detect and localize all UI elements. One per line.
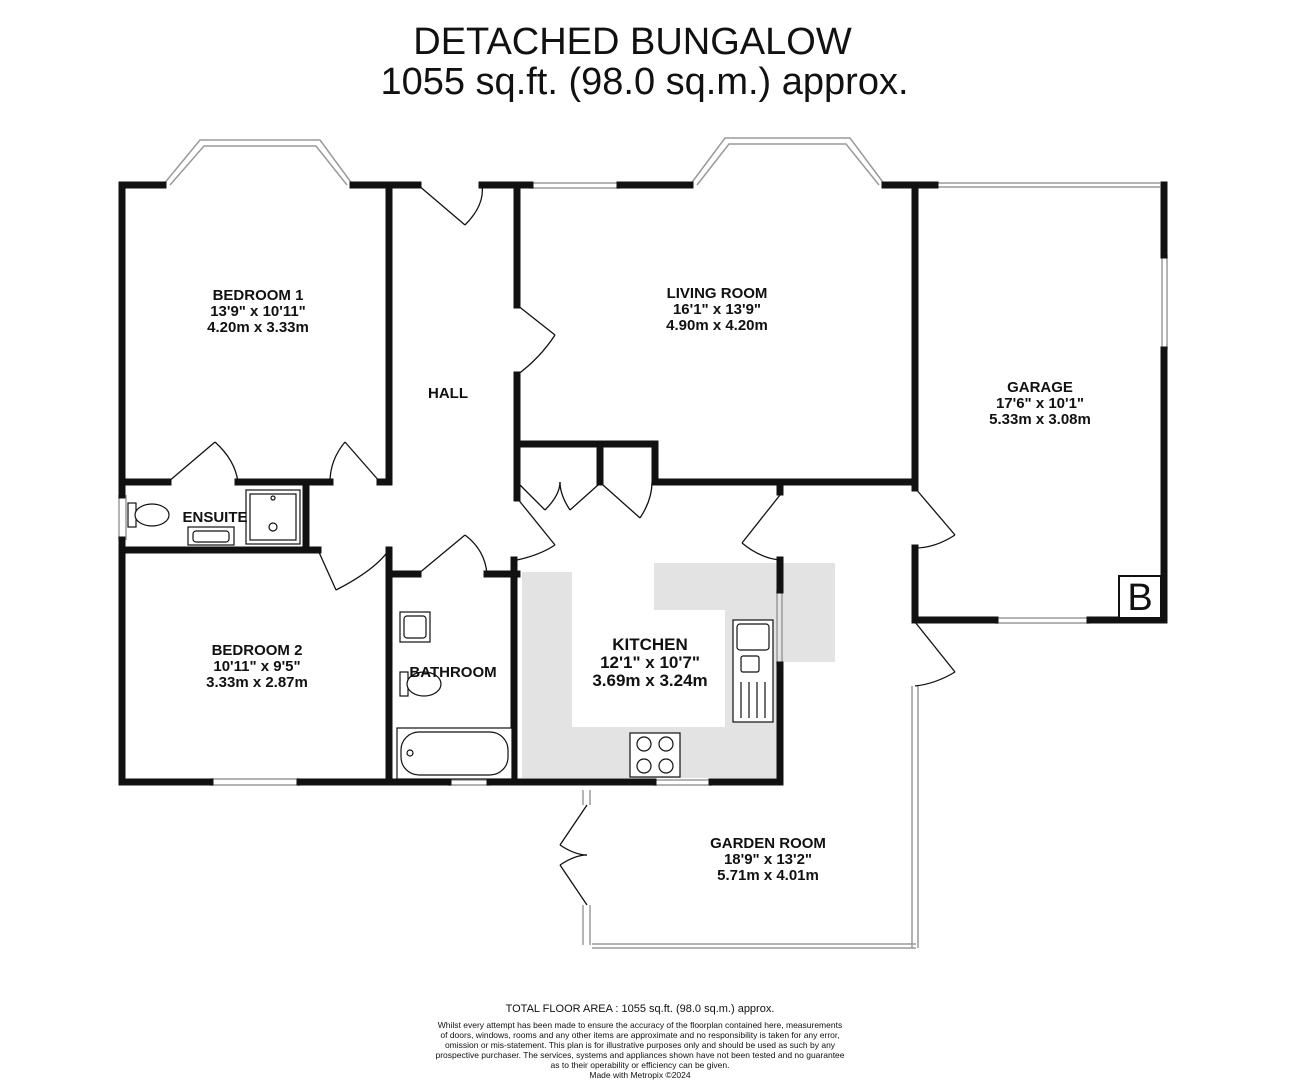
room-metric: 5.33m x 3.08m — [989, 411, 1091, 428]
room-label-hall: HALL — [398, 386, 498, 402]
room-label-bedroom-1: BEDROOM 1 13'9" x 10'11" 4.20m x 3.33m — [158, 288, 358, 336]
room-name: BATHROOM — [409, 664, 497, 681]
ensuite-shower-icon — [245, 489, 301, 545]
ensuite-toilet-icon — [127, 502, 170, 528]
room-name: BEDROOM 1 — [212, 287, 304, 304]
room-label-ensuite: ENSUITE — [165, 510, 265, 526]
kitchen-worktops — [522, 563, 835, 778]
windows — [118, 137, 1168, 949]
room-name: GARDEN ROOM — [710, 835, 826, 852]
room-label-garage: GARAGE 17'6" x 10'1" 5.33m x 3.08m — [940, 380, 1140, 428]
hob-icon — [629, 732, 681, 778]
room-label-garden-room: GARDEN ROOM 18'9" x 13'2" 5.71m x 4.01m — [668, 836, 868, 884]
footer: TOTAL FLOOR AREA : 1055 sq.ft. (98.0 sq.… — [380, 1002, 900, 1080]
door-swings — [167, 184, 956, 906]
boiler-badge: B — [1118, 575, 1162, 619]
total-floor-area: TOTAL FLOOR AREA : 1055 sq.ft. (98.0 sq.… — [505, 1003, 775, 1015]
room-name: LIVING ROOM — [666, 285, 768, 302]
bathroom-basin-icon — [399, 611, 431, 643]
room-imperial: 16'1" x 13'9" — [672, 301, 762, 318]
room-label-living-room: LIVING ROOM 16'1" x 13'9" 4.90m x 4.20m — [617, 286, 817, 334]
room-imperial: 18'9" x 13'2" — [723, 851, 813, 868]
room-metric: 3.33m x 2.87m — [206, 674, 308, 691]
room-metric: 4.20m x 3.33m — [207, 319, 309, 336]
room-name: HALL — [428, 385, 468, 402]
room-name: GARAGE — [1007, 379, 1073, 396]
plan-title: DETACHED BUNGALOW — [413, 21, 852, 63]
room-imperial: 12'1" x 10'7" — [600, 653, 700, 672]
room-imperial: 17'6" x 10'1" — [995, 395, 1085, 412]
bath-icon — [396, 727, 513, 780]
fixtures — [127, 489, 774, 780]
ensuite-basin-icon — [187, 526, 235, 546]
room-name: ENSUITE — [182, 509, 248, 526]
room-name: KITCHEN — [612, 635, 688, 654]
room-metric: 3.69m x 3.24m — [592, 671, 708, 690]
room-label-bathroom: BATHROOM — [393, 665, 513, 681]
room-imperial: 13'9" x 10'11" — [210, 303, 306, 320]
room-name: BEDROOM 2 — [211, 642, 303, 659]
disclaimer: Whilst every attempt has been made to en… — [435, 1020, 845, 1080]
room-metric: 4.90m x 4.20m — [666, 317, 768, 334]
room-imperial: 10'11" x 9'5" — [213, 658, 301, 675]
kitchen-sink-icon — [732, 619, 774, 723]
walls — [118, 181, 1168, 786]
room-metric: 5.71m x 4.01m — [717, 867, 819, 884]
plan-area: 1055 sq.ft. (98.0 sq.m.) approx. — [380, 61, 909, 103]
room-label-bedroom-2: BEDROOM 2 10'11" x 9'5" 3.33m x 2.87m — [157, 643, 357, 691]
room-label-kitchen: KITCHEN 12'1" x 10'7" 3.69m x 3.24m — [550, 636, 750, 690]
bathroom-toilet-icon — [399, 671, 442, 697]
